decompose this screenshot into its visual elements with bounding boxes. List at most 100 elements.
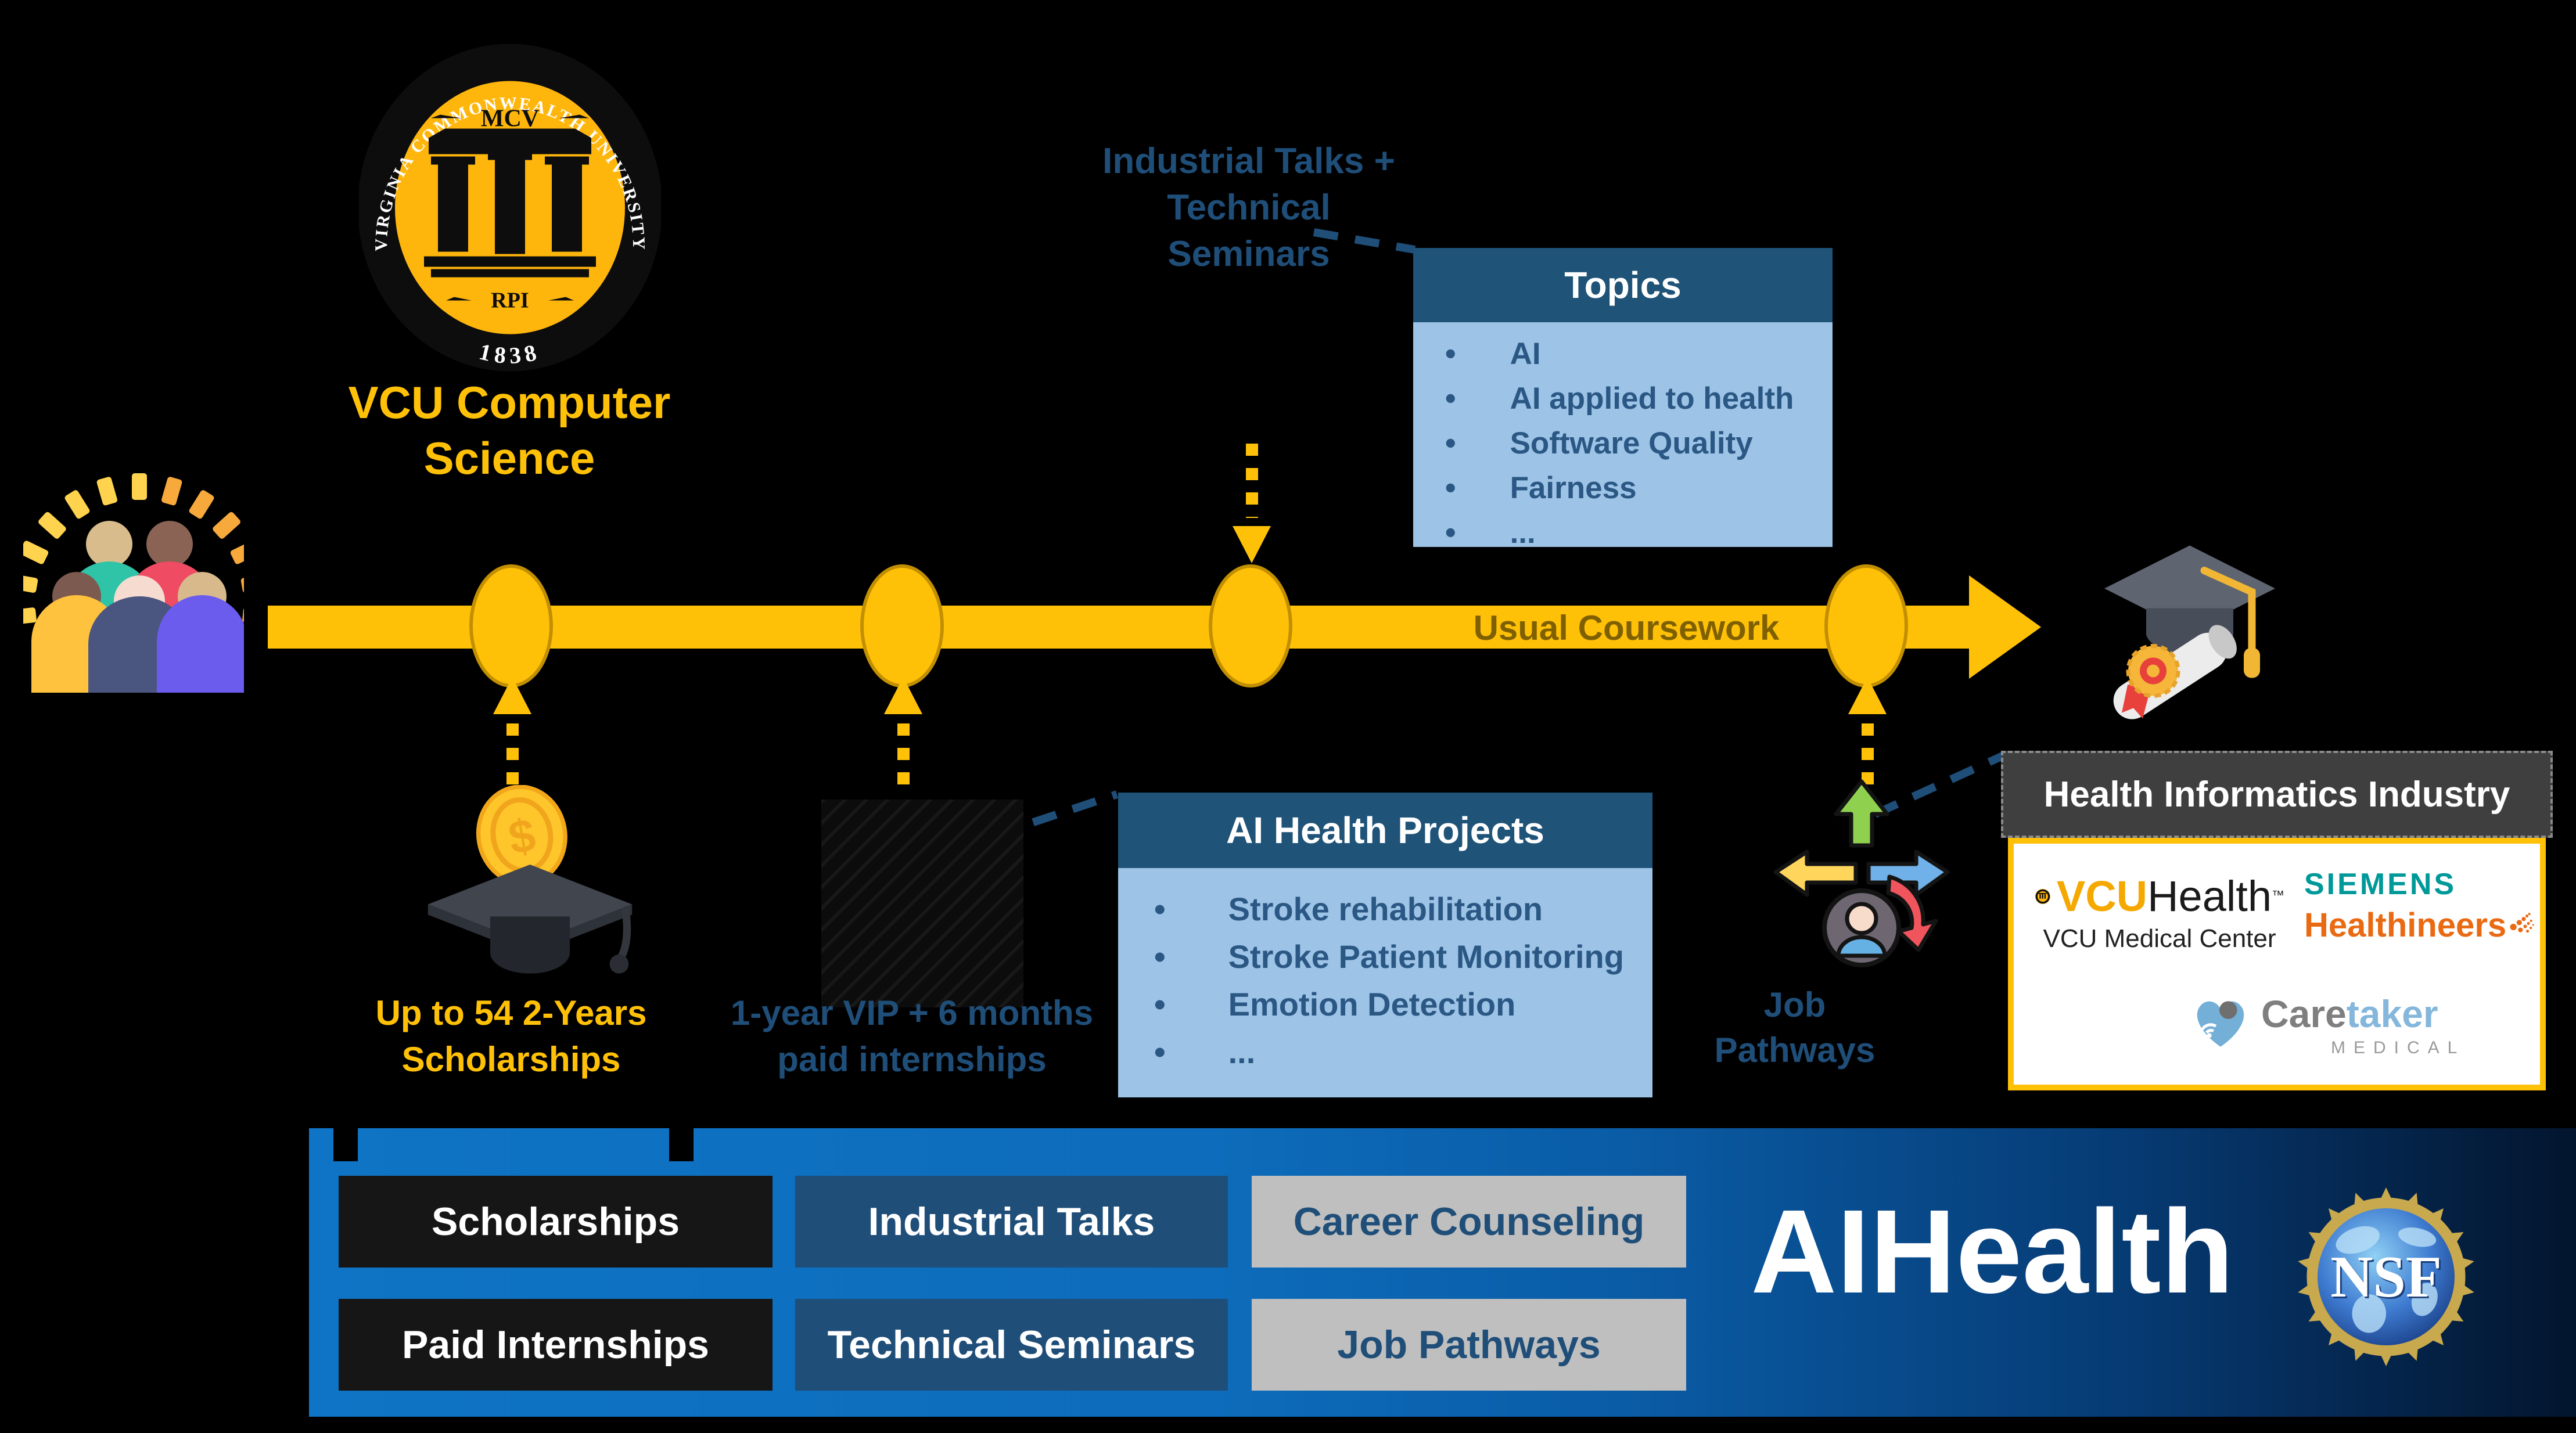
topics-title: Topics (1413, 248, 1833, 322)
button-career-counseling[interactable]: Career Counseling (1252, 1176, 1686, 1268)
caretaker-medical: MEDICAL (2331, 1038, 2466, 1057)
seminars-label: Industrial Talks + Technical Seminars (1092, 138, 1406, 278)
seal-year-text: 1838 (477, 338, 539, 369)
scholarship-arrow-up (493, 677, 531, 786)
topics-item: AI applied to health (1510, 381, 1794, 416)
diploma-scroll (2113, 625, 2237, 719)
projects-box: AI Health Projects • Stroke rehabilitati… (1118, 793, 1652, 1097)
projects-title: AI Health Projects (1118, 793, 1652, 868)
button-label: Paid Internships (402, 1323, 709, 1367)
vcu-health-word: Health (2147, 872, 2272, 920)
internships-line2: paid internships (777, 1040, 1047, 1079)
job-line1: Job (1763, 985, 1826, 1024)
button-label: Industrial Talks (868, 1200, 1155, 1244)
milestone-2 (860, 564, 944, 687)
siemens-dots-icon (2510, 913, 2534, 933)
healthineers-word: Healthineers (2304, 906, 2507, 944)
graduation-diploma-icon (2104, 545, 2275, 719)
caretaker-heart-icon (2197, 1001, 2244, 1047)
projects-item: ... (1228, 1034, 1256, 1070)
scholarships-line1: Up to 54 2-Years (375, 993, 647, 1032)
bullet-icon: • (1154, 891, 1166, 927)
projects-item: Stroke rehabilitation (1228, 891, 1543, 927)
bullet-icon: • (1445, 471, 1456, 505)
vcu-health-logo: VCU Health ™ VCU Medical Center (2035, 872, 2284, 953)
bullet-icon: • (1154, 1034, 1166, 1070)
button-paid-internships[interactable]: Paid Internships (339, 1299, 773, 1391)
milestone-3 (1209, 564, 1292, 687)
internships-line1: 1-year VIP + 6 months (730, 993, 1094, 1032)
bullet-icon: • (1154, 938, 1166, 975)
vcu-cs-caption: VCU Computer Science (300, 375, 718, 486)
student-cohort-icon (23, 473, 244, 693)
projects-item: Stroke Patient Monitoring (1228, 938, 1624, 975)
topics-item: ... (1510, 516, 1536, 550)
caretaker-medical-logo: Care taker MEDICAL (2188, 992, 2537, 1058)
topics-item: AI (1510, 337, 1541, 371)
arrow-left-yellow (1773, 849, 1858, 897)
caretaker-taker: taker (2346, 992, 2438, 1035)
nsf-text-shadow: NSF (2332, 1246, 2444, 1311)
job-pathways-icon (1773, 779, 1950, 967)
internship-photo (821, 800, 1023, 1007)
nsf-text: NSF (2330, 1244, 2442, 1309)
program-banner: Scholarships Industrial Talks Career Cou… (309, 1128, 2576, 1417)
projects-item: Emotion Detection (1228, 986, 1516, 1022)
banner-tab-left (333, 1128, 358, 1161)
sunburst-arc (23, 473, 244, 625)
seal-temple-icon (424, 128, 596, 278)
job-pathways-caption: Job Pathways (1699, 982, 1891, 1073)
arrow-up-green (1834, 779, 1889, 848)
seminars-arrow-down (1233, 444, 1271, 563)
internship-arrow-up (884, 677, 922, 786)
person-avatar (1822, 888, 1901, 967)
button-label: Technical Seminars (827, 1323, 1196, 1367)
person-front-right (157, 572, 244, 693)
vcu-cs-line2: Science (423, 433, 595, 484)
scholarships-line2: Scholarships (401, 1040, 621, 1079)
button-technical-seminars[interactable]: Technical Seminars (795, 1299, 1228, 1391)
button-scholarships[interactable]: Scholarships (339, 1176, 773, 1268)
button-job-pathways[interactable]: Job Pathways (1252, 1299, 1686, 1391)
topics-item: Software Quality (1510, 426, 1753, 460)
topics-item: Fairness (1510, 471, 1637, 505)
industry-title-bar: Health Informatics Industry (2001, 751, 2553, 838)
bullet-icon: • (1445, 426, 1456, 460)
scholarship-cap-coin-icon: $ (427, 785, 633, 974)
button-label: Career Counseling (1293, 1200, 1645, 1244)
nsf-continents (2336, 1226, 2438, 1333)
vcu-subtitle: VCU Medical Center (2043, 924, 2276, 953)
coursework-label: Usual Coursework (1473, 609, 1780, 647)
seminars-line2: Technical Seminars (1167, 188, 1331, 274)
bullet-icon: • (1445, 381, 1456, 416)
bullet-icon: • (1154, 986, 1166, 1022)
scholarships-caption: Up to 54 2-Years Scholarships (349, 990, 674, 1083)
topics-box: Topics • AI • AI applied to health • Sof… (1413, 248, 1833, 550)
button-label: Scholarships (431, 1200, 680, 1244)
svg-text:1838: 1838 (477, 338, 544, 369)
caretaker-care: Care (2261, 992, 2347, 1035)
milestone-1 (469, 564, 553, 687)
vcu-university-seal: VIRGINIA COMMONWEALTH UNIVERSITY 1838 MC… (359, 44, 661, 372)
vcu-health-seal-icon (2035, 888, 2050, 904)
banner-tab-right (669, 1128, 694, 1161)
bullet-icon: • (1445, 337, 1456, 371)
bullet-icon: • (1445, 516, 1456, 550)
internships-caption: 1-year VIP + 6 months paid internships (723, 990, 1101, 1083)
button-industrial-talks[interactable]: Industrial Talks (795, 1176, 1228, 1268)
vcu-cs-line1: VCU Computer (348, 377, 671, 428)
job-line2: Pathways (1714, 1031, 1876, 1070)
timeline-arrowhead (1969, 575, 2041, 679)
nsf-logo: NSF NSF (2298, 1187, 2474, 1367)
siemens-word: SIEMENS (2304, 867, 2457, 901)
seminars-line1: Industrial Talks + (1102, 141, 1395, 181)
button-label: Job Pathways (1337, 1323, 1601, 1367)
seal-mcv-text: MCV (481, 106, 539, 132)
industry-title: Health Informatics Industry (2043, 774, 2510, 815)
jobpathways-arrow-up (1848, 677, 1887, 786)
seal-rpi-text: RPI (491, 289, 529, 313)
vcu-brand: VCU (2056, 872, 2148, 920)
industry-logos-panel: VCU Health ™ VCU Medical Center SIEMENS … (2008, 838, 2546, 1090)
siemens-healthineers-logo: SIEMENS Healthineers (2304, 867, 2537, 948)
